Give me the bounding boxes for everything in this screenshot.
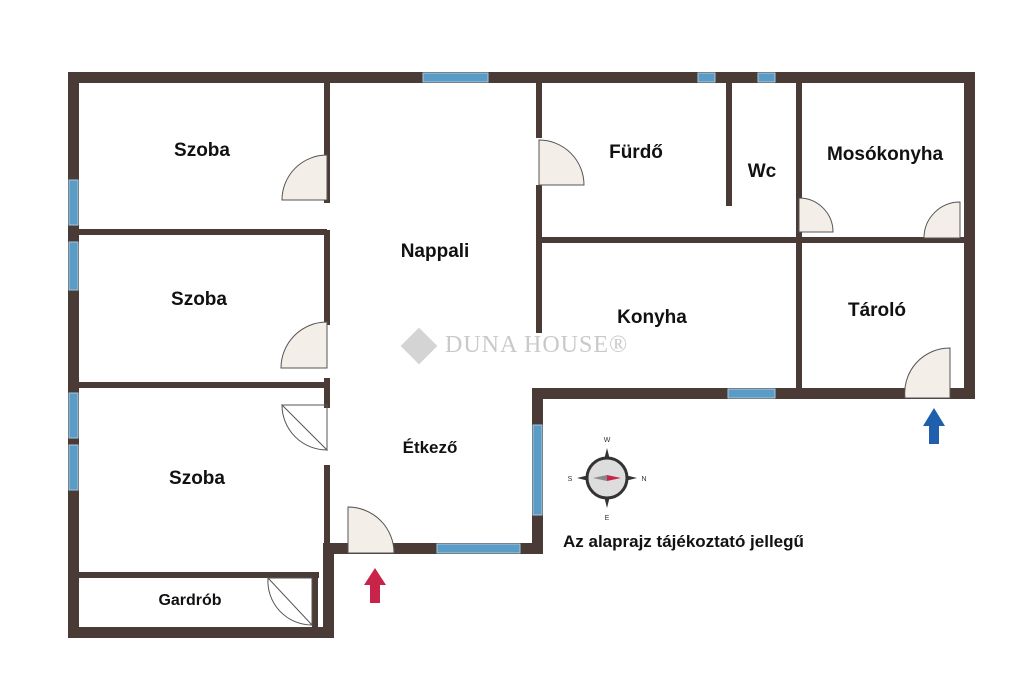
entry-arrow-icon (364, 568, 386, 603)
doors (266, 139, 961, 627)
room-label-etkezo: Étkező (402, 438, 458, 457)
disclaimer-note: Az alaprajz tájékoztató jellegű (563, 532, 804, 551)
compass-west-label: W (604, 437, 611, 444)
compass-icon: W N E S (568, 437, 647, 522)
compass-east-label: E (605, 515, 610, 522)
room-label-szoba: Szoba (174, 140, 230, 161)
room-label-furdo: Fürdő (609, 142, 663, 163)
room-label-mosokonyha: Mosókonyha (826, 144, 944, 165)
compass-south-label: S (568, 476, 573, 483)
room-label-szoba: Szoba (169, 468, 225, 489)
room-label-tarolo: Tároló (847, 300, 907, 321)
compass-north-label: N (641, 476, 646, 483)
watermark-logo-icon (400, 327, 438, 365)
room-label-gardrob: Gardrób (158, 592, 222, 609)
side-entry-arrow-icon (923, 408, 945, 444)
room-label-nappali: Nappali (400, 241, 470, 262)
windows (68, 72, 776, 554)
room-label-konyha: Konyha (617, 307, 687, 328)
room-label-wc: Wc (747, 161, 777, 182)
watermark-text: DUNA HOUSE® (445, 332, 629, 358)
room-label-szoba: Szoba (171, 289, 227, 310)
